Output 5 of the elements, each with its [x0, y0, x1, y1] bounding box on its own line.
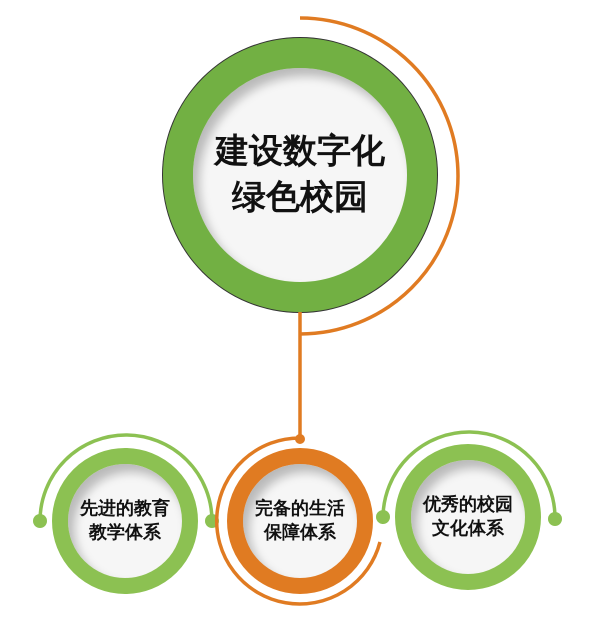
node-label: 完备的生活保障体系 [254, 496, 346, 545]
connector-line [295, 312, 305, 444]
node-label: 先进的教育教学体系 [78, 496, 171, 545]
node-label: 建设数字化绿色校园 [212, 130, 386, 219]
node-label: 优秀的校园文化体系 [422, 492, 514, 541]
